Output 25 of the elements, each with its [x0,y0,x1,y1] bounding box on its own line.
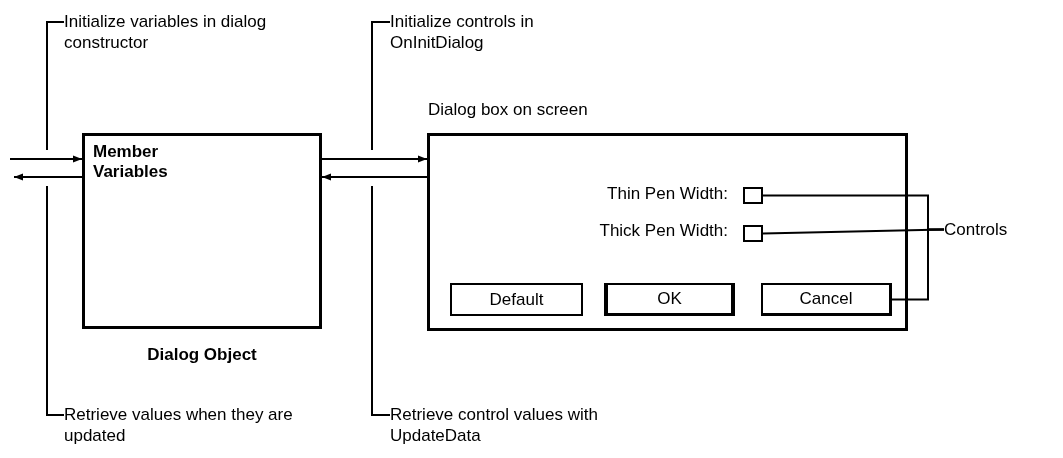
annotation-text: Retrieve values when they are updated [64,404,304,446]
checkbox [743,225,763,242]
cancel-button: Cancel [761,283,892,316]
box-label: Member Variables [93,142,169,182]
annotation-text: Initialize controls in OnInitDialog [390,11,610,53]
annotation-text: Retrieve control values with UpdateData [390,404,630,446]
box-caption: Dialog Object [146,345,258,365]
field-label: Thin Pen Width: [606,184,728,204]
leader-line [46,21,65,151]
leader-line [46,185,65,416]
annotation-text: Initialize variables in dialog constructor [64,11,304,53]
default-button: Default [450,283,583,316]
arrow [9,155,83,163]
leader-line [891,228,945,301]
dialog-title: Dialog box on screen [428,100,588,120]
ok-button: OK [604,283,735,316]
leader-line [371,21,391,151]
callout-label: Controls [944,219,1059,240]
field-label: Thick Pen Width: [598,221,728,241]
dialog-object-box [82,133,322,329]
arrow [13,173,83,181]
arrow [321,155,428,163]
checkbox [743,187,763,204]
arrow [321,173,428,181]
leader-line [371,185,391,416]
